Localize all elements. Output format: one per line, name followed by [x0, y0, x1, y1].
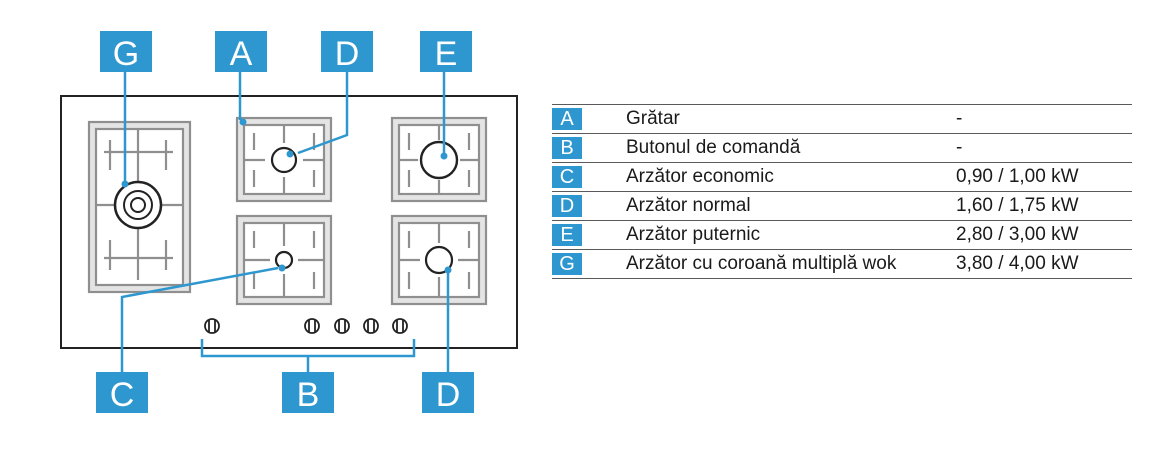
knob-4-icon[interactable]	[392, 318, 408, 334]
callout-e-label: E	[435, 35, 458, 73]
legend-name: Butonul de comandă	[626, 137, 801, 158]
burner-normal-bottom	[424, 245, 454, 275]
callout-d-top-label: D	[335, 35, 360, 73]
legend-value: -	[956, 137, 963, 158]
callout-g-label: G	[113, 35, 139, 73]
callout-b-label: B	[297, 376, 320, 414]
leader-lines	[120, 72, 450, 372]
callout-c-label: C	[110, 376, 135, 414]
legend-name: Arzător normal	[626, 195, 751, 216]
legend-table: A Grătar - B Butonul de comandă - C Arză…	[552, 104, 1132, 279]
burner-strong	[419, 140, 459, 180]
callout-e: E	[420, 31, 472, 73]
legend-row: B Butonul de comandă -	[552, 134, 1132, 163]
legend-name: Arzător puternic	[626, 224, 761, 245]
callout-a-label: A	[230, 35, 253, 73]
wok-burner	[113, 180, 163, 230]
legend-value: -	[956, 108, 963, 129]
legend-name: Arzător economic	[626, 166, 774, 187]
leader-dots	[121, 118, 452, 274]
legend-row: D Arzător normal 1,60 / 1,75 kW	[552, 192, 1132, 221]
callout-c: C	[96, 372, 148, 414]
legend-key-badge: B	[552, 137, 582, 159]
legend-value: 3,80 / 4,00 kW	[956, 253, 1079, 274]
knob-3-icon[interactable]	[363, 318, 379, 334]
callout-b: B	[282, 372, 334, 414]
control-knobs	[204, 318, 408, 334]
legend-key-badge: E	[552, 224, 582, 246]
legend-value: 1,60 / 1,75 kW	[956, 195, 1079, 216]
legend-row: G Arzător cu coroană multiplă wok 3,80 /…	[552, 250, 1132, 279]
callout-d-top: D	[321, 31, 373, 73]
knob-2-icon[interactable]	[334, 318, 350, 334]
legend-row: A Grătar -	[552, 104, 1132, 134]
callout-d-bottom-label: D	[436, 376, 461, 414]
legend-key-badge: A	[552, 108, 582, 130]
legend-key-badge: D	[552, 195, 582, 217]
callout-d-bottom: D	[422, 372, 474, 414]
legend-key-badge: G	[552, 253, 582, 275]
callout-a: A	[215, 31, 267, 73]
cooktop-diagram: G A D E C B D	[60, 31, 518, 414]
legend-name: Grătar	[626, 108, 680, 129]
knob-wok-icon[interactable]	[204, 318, 220, 334]
knob-1-icon[interactable]	[304, 318, 320, 334]
legend-value: 2,80 / 3,00 kW	[956, 224, 1079, 245]
legend-value: 0,90 / 1,00 kW	[956, 166, 1079, 187]
callout-g: G	[100, 31, 152, 73]
legend-name: Arzător cu coroană multiplă wok	[626, 253, 897, 274]
legend-key-badge: C	[552, 166, 582, 188]
legend-row: E Arzător puternic 2,80 / 3,00 kW	[552, 221, 1132, 250]
legend-row: C Arzător economic 0,90 / 1,00 kW	[552, 163, 1132, 192]
